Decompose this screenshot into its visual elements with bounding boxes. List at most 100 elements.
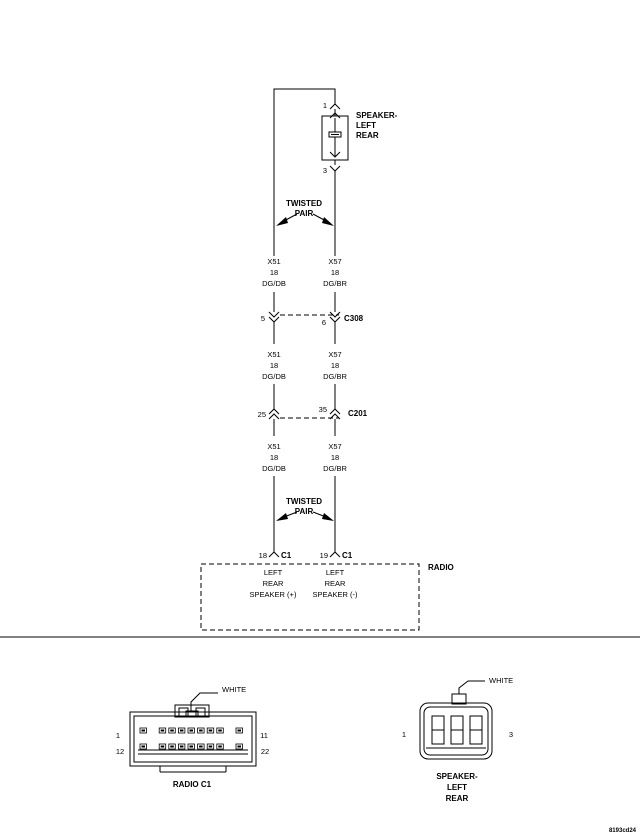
wire-x57-circuit-2: X57 — [328, 350, 341, 359]
cavity-terminal — [141, 729, 145, 732]
cavity — [139, 743, 147, 750]
speaker-view-color-label: WHITE — [489, 676, 513, 685]
cavity-terminal — [179, 745, 184, 748]
twisted-pair-top-arrows — [276, 213, 334, 226]
figure-id: 8193cd24 — [609, 828, 637, 834]
cavity — [168, 727, 176, 734]
cavity-terminal — [170, 729, 174, 732]
radio-component-box — [200, 563, 420, 631]
speaker-pin-3: 3 — [323, 166, 327, 175]
c308-pin-left: 5 — [261, 314, 265, 323]
wire-x51-gauge-2: 18 — [270, 361, 278, 370]
twisted-pair-bottom-arrows — [276, 511, 334, 521]
wire-x51-color-2: DG/DB — [262, 372, 286, 381]
c308-name: C308 — [344, 314, 364, 323]
cavity-terminal — [141, 745, 145, 748]
radio-c1-pin-11: 11 — [260, 731, 268, 740]
wire-x57-color-1: DG/BR — [323, 279, 347, 288]
cavity — [206, 743, 215, 750]
twisted-pair-top-line-2: PAIR — [295, 209, 314, 218]
c308-connector — [268, 311, 341, 344]
cavity-terminal — [237, 729, 241, 732]
radio-left-func-3: SPEAKER (+) — [250, 590, 297, 599]
cavity — [216, 727, 224, 734]
speaker-connector-view — [419, 680, 493, 760]
cavity-terminal — [208, 729, 213, 732]
cavity — [158, 727, 167, 734]
wire-x57-circuit-3: X57 — [328, 442, 341, 451]
radio-c1-pins — [268, 551, 341, 558]
c201-name: C201 — [348, 409, 368, 418]
radio-c1-cavities — [139, 727, 243, 750]
c201-connector — [268, 408, 341, 436]
twisted-pair-bottom-line-1: TWISTED — [286, 497, 322, 506]
wire-x57-gauge-2: 18 — [331, 361, 339, 370]
wire-x51-color-1: DG/DB — [262, 279, 286, 288]
cavity — [197, 727, 205, 734]
radio-right-func-3: SPEAKER (-) — [312, 590, 358, 599]
wire-x57-color-2: DG/BR — [323, 372, 347, 381]
radio-pin-18: 18 — [259, 551, 267, 560]
cavity-terminal — [189, 729, 193, 732]
speaker-view-pin-1: 1 — [402, 730, 406, 739]
cavity-terminal — [179, 729, 184, 732]
cavity-terminal — [218, 729, 222, 732]
cavity — [235, 727, 243, 734]
cavity — [235, 743, 243, 750]
radio-c1-color-label: WHITE — [222, 685, 246, 694]
radio-c1-pin-1: 1 — [116, 731, 120, 740]
c201-pin-right: 35 — [319, 405, 327, 414]
radio-right-func-2: REAR — [325, 579, 346, 588]
radio-pin-19: 19 — [320, 551, 328, 560]
speaker-view-pin-3: 3 — [509, 730, 513, 739]
cavity — [177, 743, 186, 750]
twisted-pair-top-line-1: TWISTED — [286, 199, 322, 208]
c201-pin-left: 25 — [258, 410, 266, 419]
radio-c1-title: RADIO C1 — [173, 780, 212, 789]
cavity-terminal — [208, 745, 213, 748]
wire-x51-color-3: DG/DB — [262, 464, 286, 473]
wire-x51-gauge-1: 18 — [270, 268, 278, 277]
wire-x57-color-3: DG/BR — [323, 464, 347, 473]
cavity — [187, 743, 195, 750]
wire-x51-circuit-2: X51 — [267, 350, 280, 359]
radio-left-func-2: REAR — [263, 579, 284, 588]
cavity — [168, 743, 176, 750]
speaker-left-rear-symbol — [273, 88, 349, 228]
cavity-terminal — [199, 745, 203, 748]
speaker-view-title-2: LEFT — [447, 783, 467, 792]
speaker-label-line-1: SPEAKER- — [356, 111, 398, 120]
speaker-view-title-1: SPEAKER- — [436, 772, 478, 781]
wire-x57-gauge-1: 18 — [331, 268, 339, 277]
speaker-pin-1: 1 — [323, 101, 327, 110]
cavity — [197, 743, 205, 750]
cavity — [206, 727, 215, 734]
cavity-terminal — [160, 729, 165, 732]
radio-c1-pin-22: 22 — [261, 747, 269, 756]
wire-x51-circuit-1: X51 — [267, 257, 280, 266]
c308-pin-right: 6 — [322, 318, 326, 327]
speaker-label-line-3: REAR — [356, 131, 379, 140]
speaker-label-line-2: LEFT — [356, 121, 376, 130]
wire-x51-circuit-3: X51 — [267, 442, 280, 451]
radio-left-func-1: LEFT — [264, 568, 283, 577]
cavity — [216, 743, 224, 750]
cavity-terminal — [199, 729, 203, 732]
radio-right-func-1: LEFT — [326, 568, 345, 577]
radio-label: RADIO — [428, 563, 454, 572]
cavity-terminal — [170, 745, 174, 748]
radio-connector-c1-left: C1 — [281, 551, 292, 560]
radio-c1-connector-view — [129, 692, 257, 773]
wire-x57-gauge-3: 18 — [331, 453, 339, 462]
radio-c1-pin-12: 12 — [116, 747, 124, 756]
cavity — [187, 727, 195, 734]
cavity-terminal — [237, 745, 241, 748]
wire-x57-circuit-1: X57 — [328, 257, 341, 266]
cavity — [158, 743, 167, 750]
cavity — [139, 727, 147, 734]
cavity-terminal — [218, 745, 222, 748]
radio-connector-c1-right: C1 — [342, 551, 353, 560]
cavity — [177, 727, 186, 734]
